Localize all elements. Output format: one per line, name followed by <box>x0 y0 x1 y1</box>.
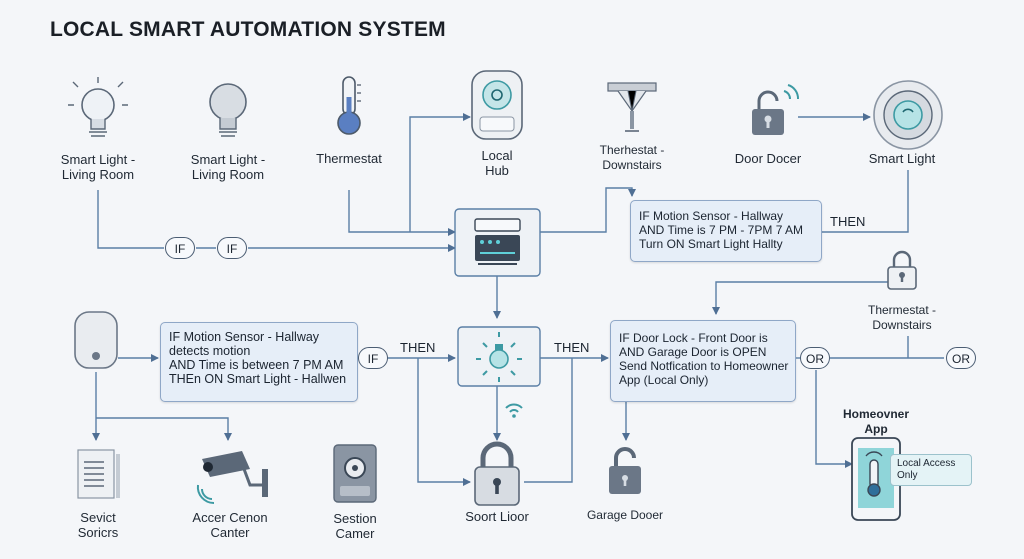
line-top-loop <box>712 281 908 315</box>
app-label: Homeovner App <box>826 407 926 437</box>
smart-lock-icon <box>474 441 520 506</box>
smart-light-label: Smart Light <box>868 151 936 166</box>
line-rule1-light <box>822 170 909 233</box>
camera-1-label: Accer Cenon Canter <box>175 510 285 540</box>
label-line: Sestion <box>333 511 377 526</box>
padlock-icon-small <box>887 250 917 290</box>
label-line: Downstairs <box>602 158 662 172</box>
label-line: Living Room <box>61 167 135 182</box>
light-living-room-label: Smart Light - Living Room <box>48 152 148 182</box>
doorbell-camera-icon <box>333 444 377 503</box>
or-connector-1: OR <box>800 347 830 369</box>
label-line: Hub <box>485 163 509 178</box>
camera-2-label: Sestion Camer <box>305 511 405 541</box>
lightbulb-icon <box>209 83 247 137</box>
rule-line: App (Local Only) <box>619 373 709 387</box>
label-line: Living Room <box>191 167 265 182</box>
label-line: App <box>864 422 888 436</box>
label-line: Accer Cenon <box>192 510 268 525</box>
smart-lock-label: Soort Lioor <box>465 509 529 524</box>
label-line: Camer <box>335 526 375 541</box>
line-or-app <box>815 370 853 468</box>
thermostat-label: Thermestat <box>316 151 382 166</box>
label-line: Only <box>897 470 918 481</box>
door-label: Door Docer <box>734 151 802 166</box>
light-living-room-2-label: Smart Light - Living Room <box>178 152 278 182</box>
hub-icon <box>471 70 523 140</box>
if-connector-2: IF <box>217 237 247 259</box>
if-connector-1: IF <box>165 237 195 259</box>
label-line: Local Access <box>897 458 956 469</box>
line-center-lock-a <box>417 358 471 486</box>
security-camera-icon <box>196 451 268 505</box>
contact-sensor-icon <box>77 449 120 499</box>
label-line: Smart Light - <box>190 152 266 167</box>
padlock-icon <box>752 84 799 135</box>
label-line: Canter <box>210 525 250 540</box>
ceiling-fixture-icon <box>607 82 657 132</box>
label-line: Soricrs <box>77 525 119 540</box>
rule-box-2[interactable]: IF Motion Sensor - Hallway detects motio… <box>160 322 358 402</box>
wifi-signal-icon <box>505 403 523 418</box>
rule-line: AND Time is 7 PM - 7PM 7 AM <box>639 223 804 237</box>
sensors-label: Sevict Soricrs <box>48 510 148 540</box>
thermostat-downstairs-label: Therhestat - Downstairs <box>582 143 682 173</box>
network-hub-icon <box>454 208 541 277</box>
center-node-icon <box>457 326 541 387</box>
then-label-3: THEN <box>554 340 590 355</box>
line-hub-rule1 <box>540 187 636 233</box>
then-label-1: THEN <box>830 214 866 229</box>
rule-line: AND Garage Door is OPEN <box>619 345 767 359</box>
label-line: Therhestat - <box>599 143 665 157</box>
label-line: Homeovner <box>842 407 910 421</box>
thermometer-icon <box>337 76 361 135</box>
if-connector-3: IF <box>358 347 388 369</box>
rule-line: IF Motion Sensor - Hallway <box>169 330 320 344</box>
then-label-2: THEN <box>400 340 436 355</box>
thermostat-downstairs-2-label: Thermestat - Downstairs <box>852 303 952 333</box>
smartphone-icon <box>851 437 901 521</box>
label-line: Thermestat - <box>867 303 936 317</box>
label-line: Sevict <box>80 510 116 525</box>
rule-line: IF Motion Sensor - Hallway <box>639 209 784 223</box>
hub-label: Local Hub <box>457 148 537 178</box>
rule-line: Turn ON Smart Light Hallty <box>639 237 783 251</box>
local-access-callout: Local Access Only <box>890 454 972 486</box>
label-line: Local <box>481 148 513 163</box>
rule-line: detects motion <box>169 344 251 358</box>
line-split-cam <box>96 417 232 441</box>
garage-door-label: Garage Dooer <box>586 508 664 522</box>
rule-box-3[interactable]: IF Door Lock - Front Door is AND Garage … <box>610 320 796 402</box>
line-lock-rule3 <box>524 358 573 483</box>
smart-thermostat-dial-icon <box>873 80 943 150</box>
label-line: Smart Light - <box>60 152 136 167</box>
rule-box-1[interactable]: IF Motion Sensor - Hallway AND Time is 7… <box>630 200 822 262</box>
connector-lines <box>92 113 944 486</box>
lightbulb-icon <box>68 77 128 137</box>
line-hub-up <box>409 113 471 232</box>
rule-line: Send Notfication to Homeowner <box>619 359 789 373</box>
rule-line: THEn ON Smart Light - Hallwen <box>169 372 347 386</box>
smart-plug-icon <box>74 311 118 369</box>
line-light1-if <box>97 190 164 249</box>
rule-line: IF Door Lock - Front Door is <box>619 331 768 345</box>
page-title: LOCAL SMART AUTOMATION SYSTEM <box>50 18 446 41</box>
label-line: Downstairs <box>872 318 932 332</box>
or-connector-2: OR <box>946 347 976 369</box>
line-thermo-hub <box>348 190 456 236</box>
rule-line: AND Time is between 7 PM AM <box>169 358 344 372</box>
garage-lock-icon <box>609 447 641 494</box>
